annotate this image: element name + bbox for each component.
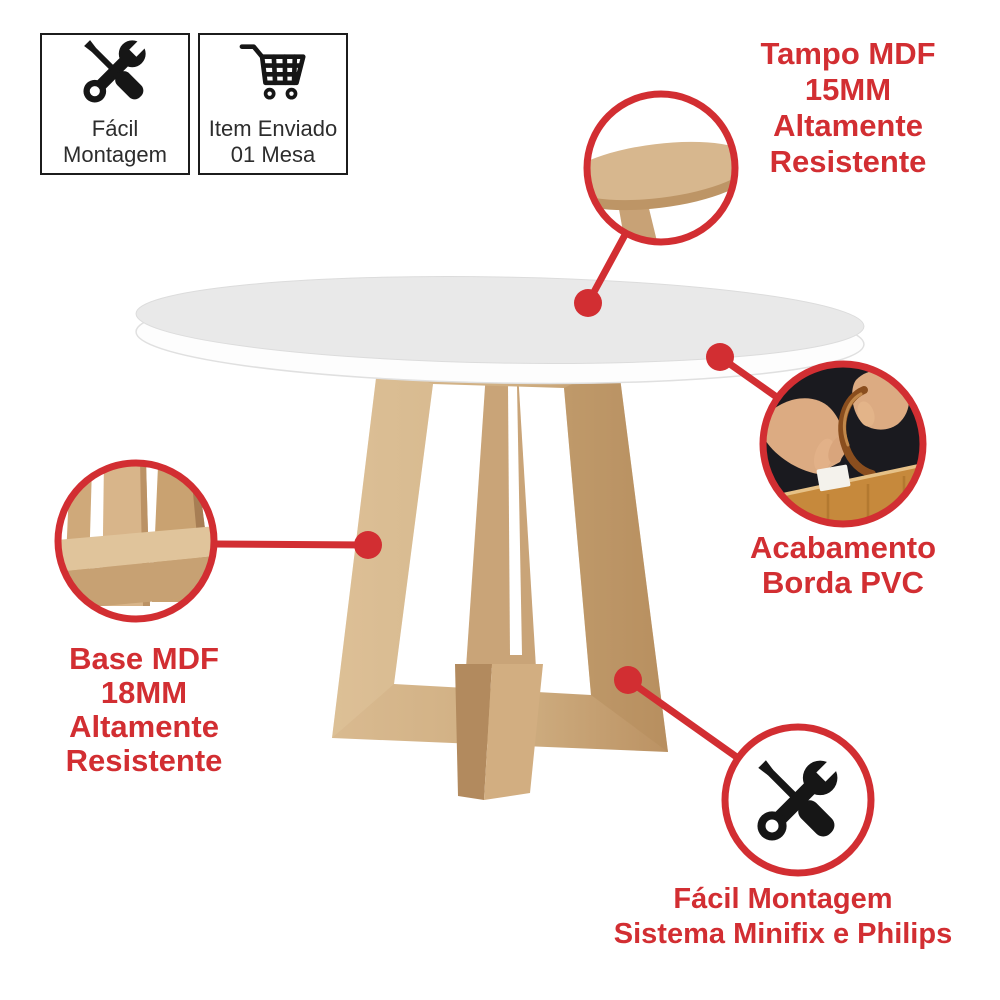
callout-line: Altamente: [69, 709, 219, 744]
badge-shipped-item: Item Enviado 01 Mesa: [198, 33, 348, 175]
badge-label-line: Montagem: [63, 142, 167, 167]
callout-text-borda: Acabamento Borda PVC: [713, 530, 973, 600]
cart-icon: [231, 29, 315, 113]
tools-icon: [77, 30, 156, 109]
callout-line: Altamente: [773, 108, 923, 143]
connector-montagem: [624, 676, 742, 762]
badge-label-line: Item Enviado: [208, 116, 338, 141]
anchor-dot-montagem: [614, 666, 642, 694]
callout-line: 18MM: [100, 675, 188, 710]
connector-base: [210, 540, 372, 549]
anchor-dots: [354, 289, 734, 694]
table-base: [332, 362, 668, 800]
badge-shipped-item-label: Item Enviado 01 Mesa: [209, 116, 337, 168]
edge-banding-photo-circle: [759, 360, 927, 528]
callout-line: Borda PVC: [762, 565, 924, 600]
table-image: [135, 276, 865, 800]
assembly-tools-circle: [721, 723, 875, 877]
callout-line: Acabamento: [749, 530, 937, 565]
tabletop-detail-circle: [583, 90, 739, 246]
callout-line: Base MDF: [69, 641, 219, 676]
callout-text-tampo: Tampo MDF 15MM Altamente Resistente: [715, 36, 981, 180]
callout-line: Resistente: [65, 743, 223, 778]
callout-text-montagem: Fácil Montagem Sistema Minifix e Philips: [565, 882, 1000, 952]
anchor-dot-tampo: [574, 289, 602, 317]
callout-line: 15MM: [804, 72, 892, 107]
anchor-dot-base: [354, 531, 382, 559]
callout-line: Fácil Montagem: [673, 883, 893, 915]
callout-line: Sistema Minifix e Philips: [613, 918, 953, 950]
base-detail-circle: [54, 459, 218, 623]
badge-easy-assembly-label: Fácil Montagem: [63, 116, 167, 168]
table-top: [135, 276, 865, 385]
badge-label-line: Fácil: [91, 116, 139, 141]
badge-easy-assembly: Fácil Montagem: [40, 30, 190, 175]
anchor-dot-borda: [706, 343, 734, 371]
callout-text-base: Base MDF 18MM Altamente Resistente: [18, 642, 270, 778]
callout-line: Tampo MDF: [760, 36, 936, 71]
callout-line: Resistente: [769, 144, 927, 179]
badge-label-line: 01 Mesa: [230, 142, 316, 167]
